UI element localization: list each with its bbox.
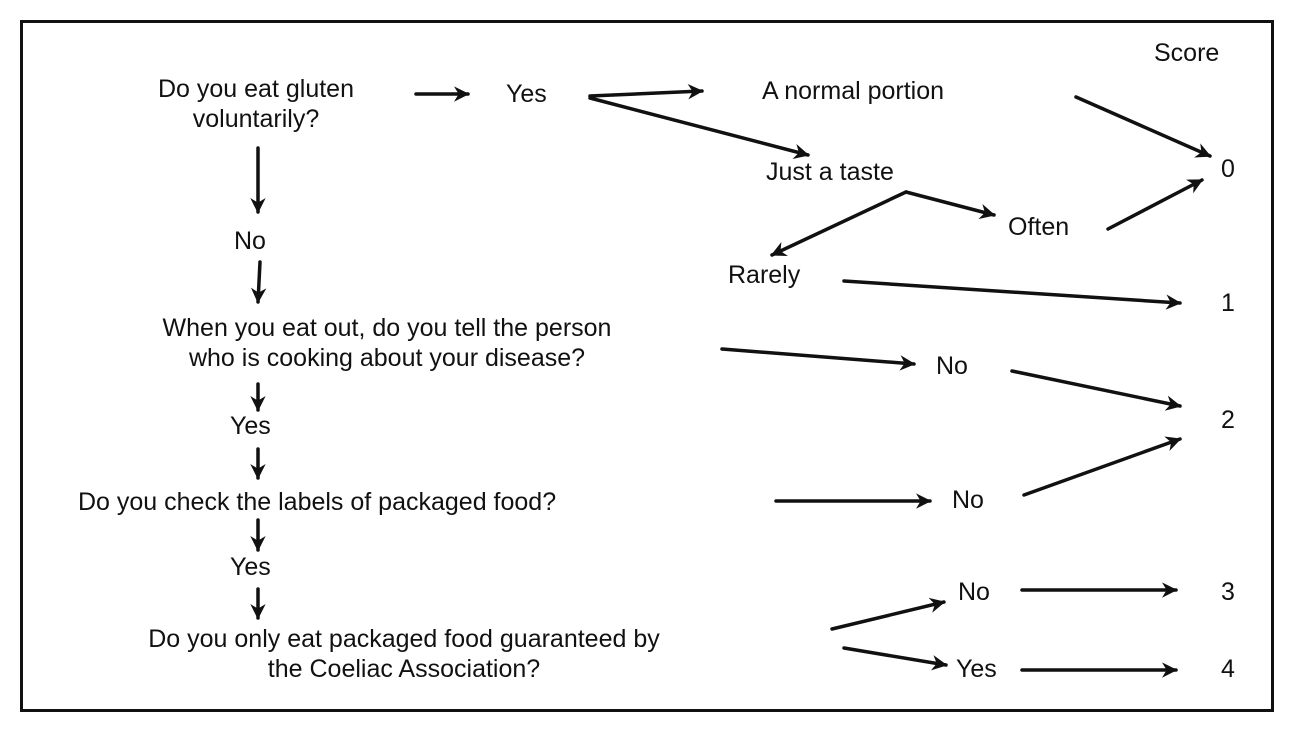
score-2: 2 <box>1221 406 1235 434</box>
score-3: 3 <box>1221 578 1235 606</box>
answer-q4-no: No <box>958 578 990 606</box>
arrow-just-a-taste-to-rarely <box>770 190 908 257</box>
arrow-yes-to-normal-portion <box>588 83 704 100</box>
question-4-line-2: the Coeliac Association? <box>267 655 541 683</box>
answer-normal-portion: A normal portion <box>762 77 945 105</box>
score-header: Score <box>1154 39 1220 67</box>
arrow-q3-no-to-score-2 <box>1022 436 1182 497</box>
score-4: 4 <box>1221 655 1235 683</box>
arrow-often-to-score-0 <box>1106 178 1204 231</box>
question-2: When you eat out, do you tell the person… <box>60 313 714 373</box>
score-0: 0 <box>1221 155 1235 183</box>
question-1-line-2: voluntarily? <box>192 105 320 133</box>
question-4-line-1: Do you only eat packaged food guaranteed… <box>148 625 660 653</box>
arrow-just-a-taste-to-often <box>904 190 996 219</box>
arrow-q2-to-no <box>720 347 916 371</box>
arrow-q4-to-yes <box>842 646 948 671</box>
score-1: 1 <box>1221 289 1235 317</box>
answer-rarely: Rarely <box>728 261 801 289</box>
answer-q1-yes: Yes <box>506 80 547 108</box>
answer-q4-yes: Yes <box>956 655 997 683</box>
answer-q3-no: No <box>952 486 984 514</box>
diagram-frame <box>20 20 1274 712</box>
arrow-rarely-to-score-1 <box>842 279 1182 310</box>
answer-q1-no: No <box>234 227 266 255</box>
answer-often: Often <box>1008 213 1070 241</box>
arrow-q4-to-no <box>830 597 946 631</box>
question-1: Do you eat gluten voluntarily? <box>100 74 412 134</box>
arrow-normal-portion-to-score-0 <box>1074 95 1212 158</box>
arrow-yes-to-just-a-taste <box>588 96 810 159</box>
question-4: Do you only eat packaged food guaranteed… <box>40 624 768 684</box>
answer-just-a-taste: Just a taste <box>766 158 894 186</box>
arrow-q2-no-to-score-2 <box>1010 369 1182 411</box>
arrow-no-down-to-q2 <box>250 260 267 304</box>
answer-q3-yes: Yes <box>230 553 271 581</box>
answer-q2-no: No <box>936 352 968 380</box>
question-3: Do you check the labels of packaged food… <box>78 488 557 516</box>
question-2-line-1: When you eat out, do you tell the person <box>162 314 612 342</box>
question-2-line-2: who is cooking about your disease? <box>188 344 586 372</box>
answer-q2-yes: Yes <box>230 412 271 440</box>
question-1-line-1: Do you eat gluten <box>158 75 354 103</box>
